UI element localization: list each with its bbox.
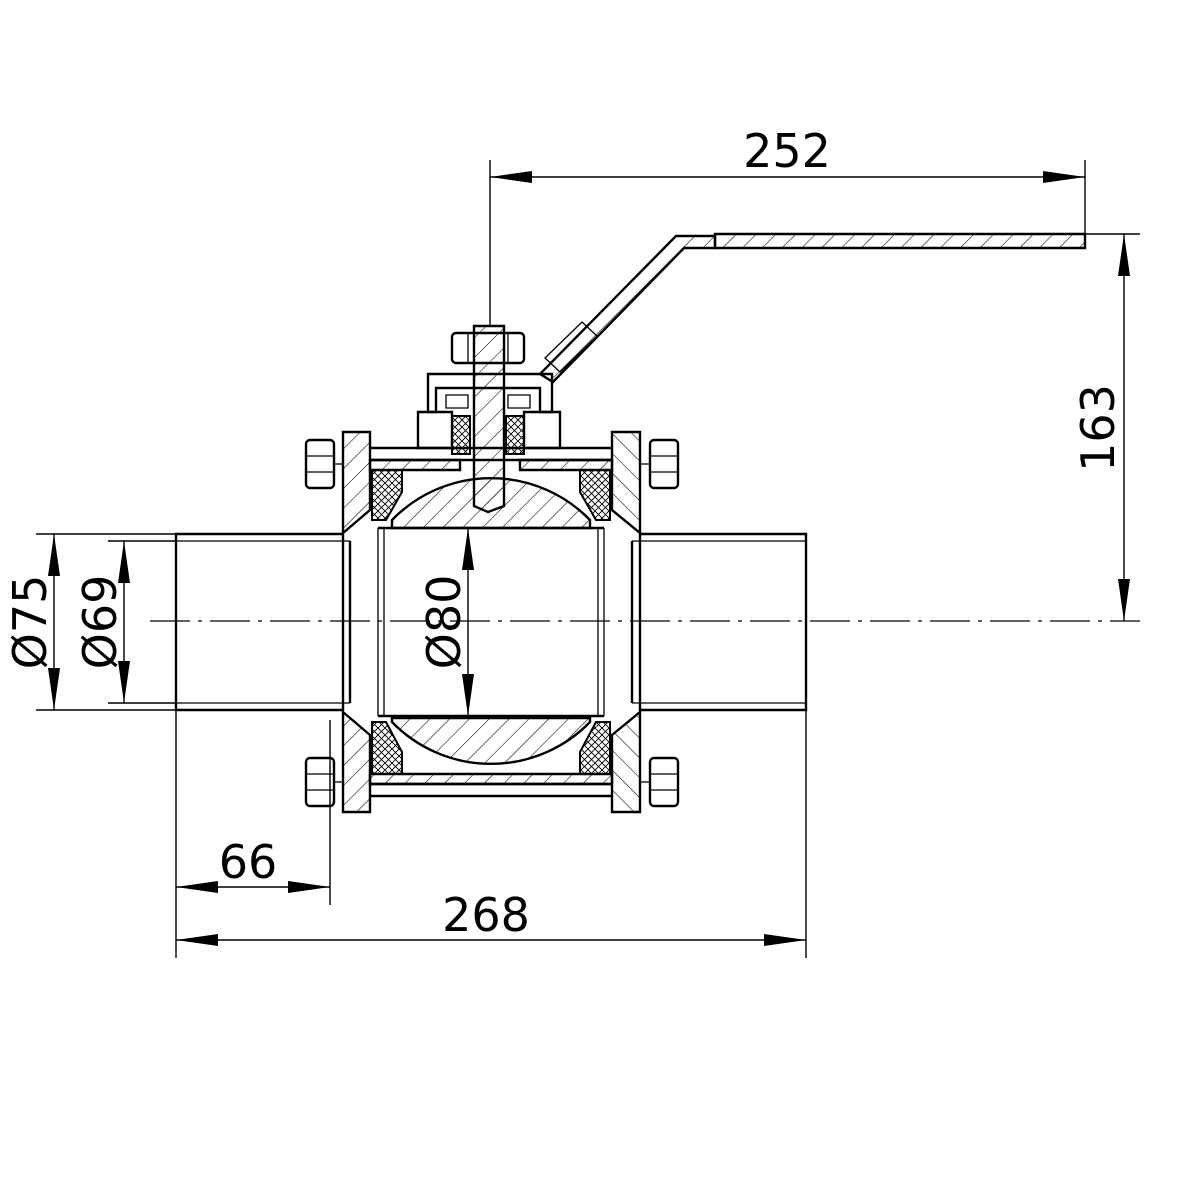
handle-lever bbox=[538, 232, 1087, 384]
valve-body bbox=[341, 430, 642, 814]
seats bbox=[371, 469, 611, 775]
dim-label-66: 66 bbox=[219, 835, 278, 889]
dim-label-252: 252 bbox=[743, 124, 831, 178]
stem-assembly bbox=[416, 324, 562, 514]
dim-label-outer-diameter: Ø75 bbox=[3, 575, 57, 670]
dimension-overall-length: 268 bbox=[176, 710, 807, 958]
dim-label-inner-diameter: Ø69 bbox=[73, 575, 127, 670]
dim-label-163: 163 bbox=[1071, 384, 1125, 472]
dimension-ball-bore: Ø80 bbox=[417, 528, 474, 716]
dim-label-ball-bore: Ø80 bbox=[417, 575, 471, 670]
dim-label-268: 268 bbox=[442, 888, 530, 942]
pipe-ends bbox=[174, 532, 808, 712]
dimension-handle-length: 252 bbox=[489, 124, 1086, 326]
dimension-handle-height: 163 bbox=[1071, 233, 1140, 621]
ball bbox=[377, 477, 605, 765]
dimension-inner-diameter: Ø69 bbox=[73, 540, 176, 704]
dimension-pipe-end: 66 bbox=[175, 710, 331, 958]
dimension-outer-diameter: Ø75 bbox=[3, 533, 176, 711]
